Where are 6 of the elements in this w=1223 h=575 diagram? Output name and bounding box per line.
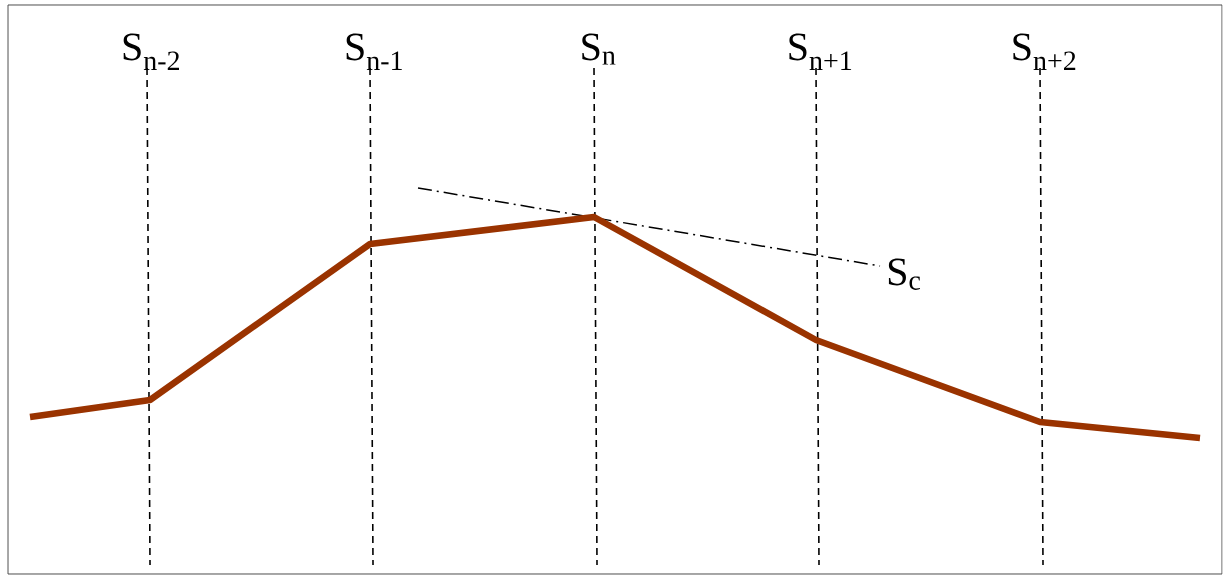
curve-label: S$_{n}$ (582, 33, 616, 65)
curve-label: S$_{n+2}$ (1013, 33, 1076, 70)
curve-label: S$_{n+1}$ (789, 33, 852, 70)
curve-label: S$_{n-2}$ (123, 33, 179, 70)
curve-label: S$_{n-1}$ (346, 33, 402, 70)
curve-label: S$_{c}$ (888, 258, 920, 290)
